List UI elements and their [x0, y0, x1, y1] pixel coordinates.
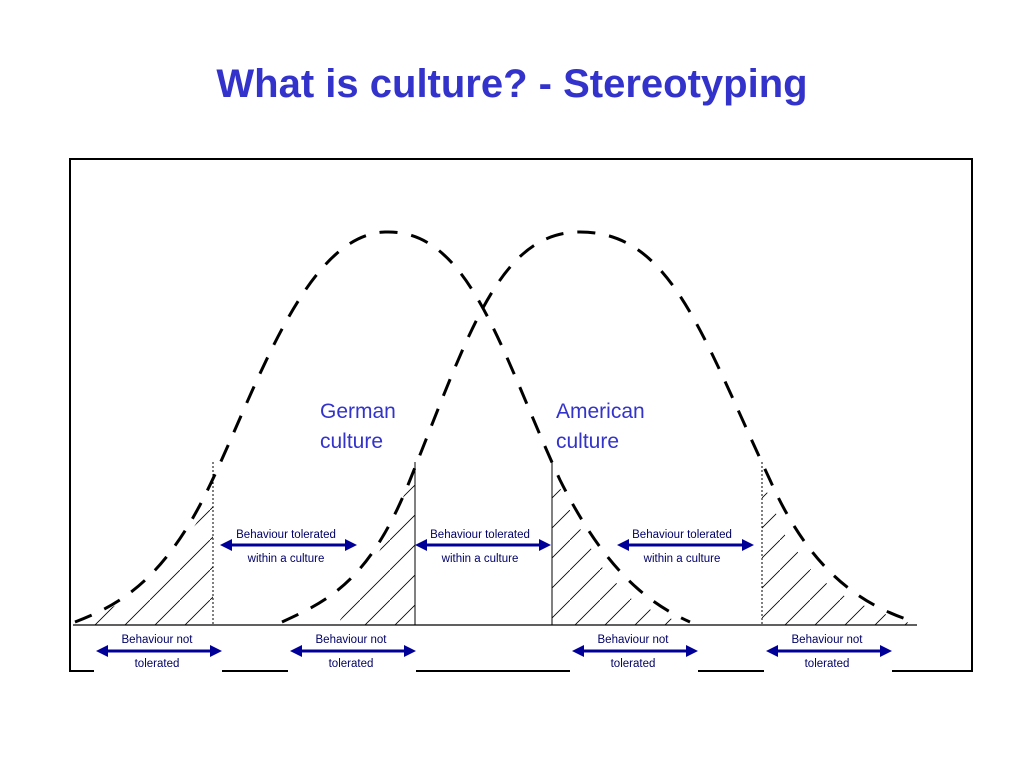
boundary-lines	[212, 462, 763, 625]
tolerated-arrow-3	[617, 539, 754, 551]
hatch-american-right	[762, 480, 915, 625]
not-tolerated-label-1-line2: tolerated	[135, 658, 180, 670]
slide-title: What is culture? - Stereotyping	[216, 62, 808, 106]
tolerated-label-3-line2: within a culture	[643, 553, 721, 565]
not-tolerated-label-2-line2: tolerated	[329, 658, 374, 670]
not-tolerated-label-4-line1: Behaviour not	[792, 634, 864, 646]
tolerated-label-2-line1: Behaviour tolerated	[430, 529, 530, 541]
german-culture-label-line1: German	[320, 400, 396, 423]
not-tolerated-label-4-line2: tolerated	[805, 658, 850, 670]
german-culture-label-line2: culture	[320, 430, 383, 453]
not-tolerated-arrows	[96, 645, 892, 657]
tolerated-arrow-1	[220, 539, 357, 551]
german-culture-curve	[74, 230, 691, 624]
not-tolerated-arrow-3	[572, 645, 698, 657]
tolerated-arrows	[220, 539, 754, 551]
tolerated-label-1-line2: within a culture	[247, 553, 325, 565]
not-tolerated-arrow-4	[766, 645, 892, 657]
not-tolerated-arrow-2	[290, 645, 416, 657]
not-tolerated-arrow-1	[96, 645, 222, 657]
american-culture-label-line2: culture	[556, 430, 619, 453]
tolerated-label-1-line1: Behaviour tolerated	[236, 529, 336, 541]
not-tolerated-label-3-line2: tolerated	[611, 658, 656, 670]
label-gaps	[94, 662, 892, 676]
tolerated-arrow-2	[415, 539, 551, 551]
hatch-german-left	[75, 498, 213, 625]
tolerated-label-2-line2: within a culture	[441, 553, 519, 565]
not-tolerated-label-2-line1: Behaviour not	[316, 634, 388, 646]
tolerated-label-3-line1: Behaviour tolerated	[632, 529, 732, 541]
not-tolerated-label-1-line1: Behaviour not	[122, 634, 194, 646]
not-tolerated-label-3-line1: Behaviour not	[598, 634, 670, 646]
diagram-border	[69, 158, 973, 672]
american-culture-label-line1: American	[556, 400, 645, 423]
american-culture-curve	[281, 230, 916, 624]
